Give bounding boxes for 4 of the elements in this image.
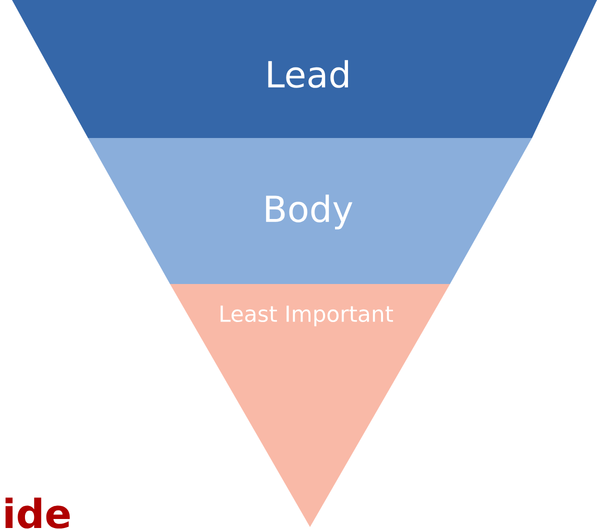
funnel-band: Body [88,138,532,284]
funnel-band: Least Important [170,284,450,527]
cut-off-text: ide [6,498,70,529]
funnel-band: Lead [12,0,597,138]
